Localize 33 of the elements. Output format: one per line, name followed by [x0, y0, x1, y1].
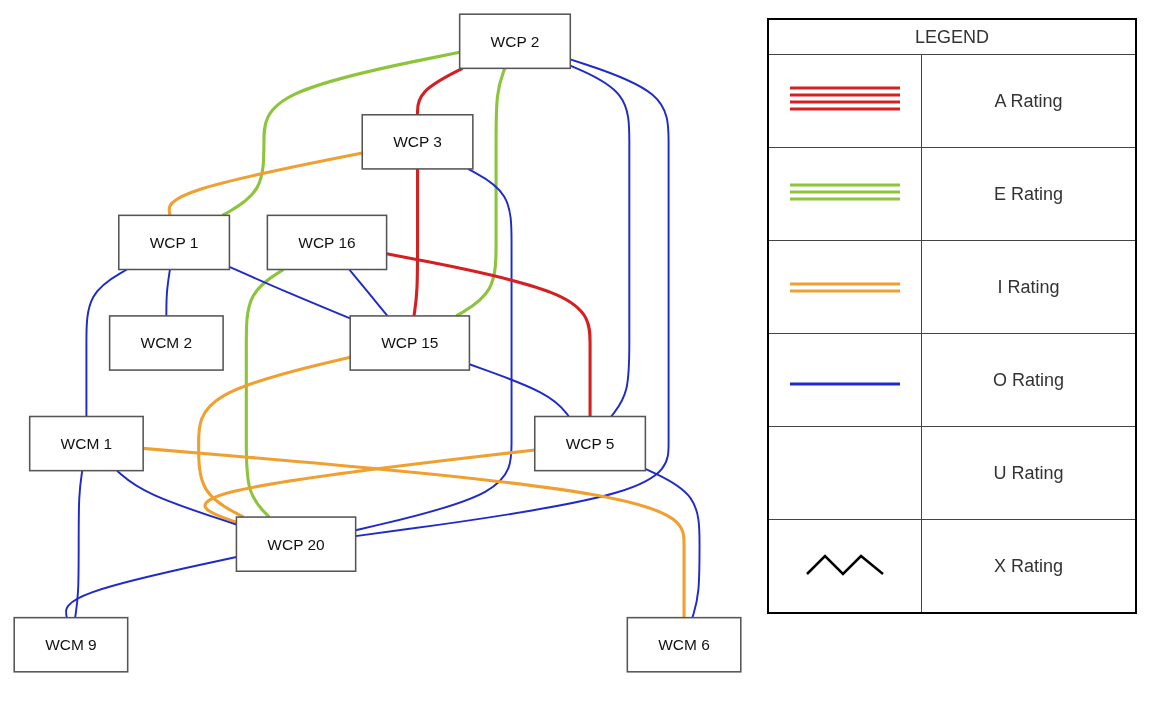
connector — [221, 50, 460, 217]
node-box: WCP 16 — [266, 214, 388, 271]
node-box: WCP 1 — [118, 214, 231, 271]
connector — [197, 355, 351, 519]
legend-label: I Rating — [997, 276, 1060, 297]
legend-label: A Rating — [994, 90, 1063, 111]
node-box: WCP 20 — [235, 516, 357, 572]
legend-label: E Rating — [993, 183, 1063, 204]
legend-label: U Rating — [993, 462, 1064, 483]
legend-title: LEGEND — [915, 26, 989, 47]
legend-label: X Rating — [993, 555, 1063, 576]
legend-label: O Rating — [992, 369, 1064, 390]
node-box: WCP 15 — [349, 315, 471, 371]
connector — [85, 268, 128, 418]
node-box: WCM 1 — [28, 415, 144, 472]
node-box: WCM 2 — [108, 315, 224, 371]
connector — [143, 446, 686, 618]
node-box: WCP 5 — [533, 415, 647, 472]
connector — [386, 252, 592, 417]
node-box: WCM 9 — [13, 616, 129, 673]
node-box: WCP 2 — [458, 13, 572, 70]
connector — [167, 151, 363, 216]
node-box: WCP 3 — [361, 114, 474, 170]
connector — [416, 66, 464, 115]
connector — [203, 448, 535, 524]
connector — [74, 469, 84, 619]
connector — [644, 468, 701, 619]
connector — [165, 268, 171, 317]
connector — [348, 268, 389, 317]
connector — [569, 64, 631, 418]
connector — [244, 268, 285, 519]
node-box: WCM 6 — [626, 616, 742, 673]
connector — [412, 168, 420, 317]
